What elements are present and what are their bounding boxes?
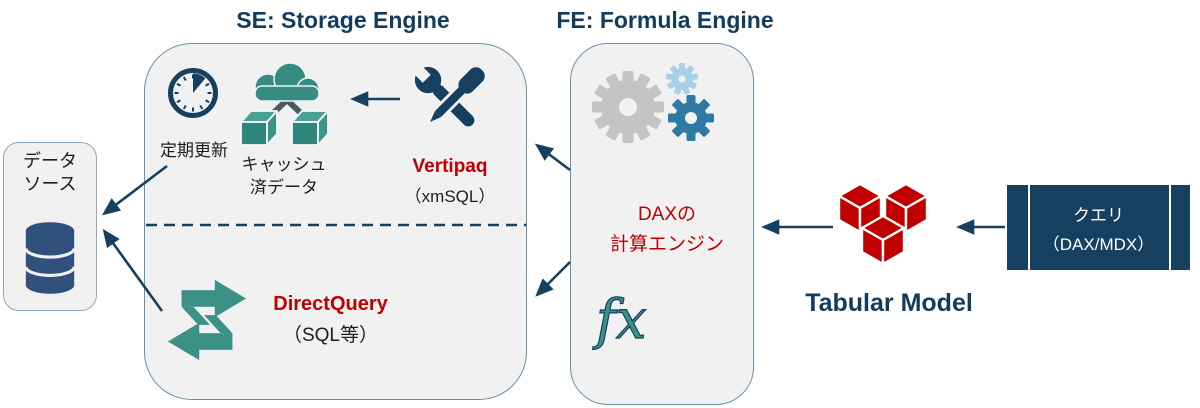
database-icon xyxy=(24,222,76,294)
vertipaq-title: Vertipaq xyxy=(412,156,488,177)
cached-data-label-line1: キャッシュ xyxy=(241,155,327,174)
cached-data-cloud-icon xyxy=(240,62,329,146)
query-box-right-divider xyxy=(1169,185,1171,270)
data-source-label-line2: ソース xyxy=(23,174,77,194)
directquery-swap-arrows-icon xyxy=(167,279,247,361)
cached-data-label-line2: 済データ xyxy=(250,178,318,197)
vertipaq-tools-icon xyxy=(411,63,488,128)
dax-engine-label-line2: 計算エンジン xyxy=(609,234,724,255)
vertipaq-subtitle: （xmSQL） xyxy=(404,187,496,206)
formula-engine-title: FE: Formula Engine xyxy=(556,7,774,33)
tabular-model-label: Tabular Model xyxy=(805,289,973,317)
data-source-label-line1: データ xyxy=(23,151,77,171)
directquery-title: DirectQuery xyxy=(273,293,388,315)
directquery-subtitle: （SQL等） xyxy=(282,325,379,346)
scheduled-refresh-clock-icon xyxy=(168,68,218,118)
query-box: クエリ （DAX/MDX） xyxy=(1007,185,1190,270)
tabular-model-cubes-icon xyxy=(837,182,929,266)
dax-engine-label-line1: DAXの xyxy=(637,204,697,225)
query-label-line2: （DAX/MDX） xyxy=(1042,234,1155,254)
query-box-left-divider xyxy=(1028,185,1030,270)
arrow-directquery-to-datasource xyxy=(102,228,164,312)
arrow-fe-to-se-bottom xyxy=(535,261,571,297)
data-source-label: データ ソース xyxy=(3,150,97,196)
arrow-refresh-to-datasource xyxy=(101,164,168,216)
fx-function-symbol: fx xyxy=(595,287,647,351)
arrow-fe-to-se-top xyxy=(534,143,571,172)
cached-data-label: キャッシュ 済データ xyxy=(228,153,340,199)
formula-engine-gears-icon xyxy=(592,63,714,143)
refresh-label: 定期更新 xyxy=(160,141,228,160)
storage-engine-title: SE: Storage Engine xyxy=(236,7,450,33)
query-label-line1: クエリ xyxy=(1073,205,1124,225)
